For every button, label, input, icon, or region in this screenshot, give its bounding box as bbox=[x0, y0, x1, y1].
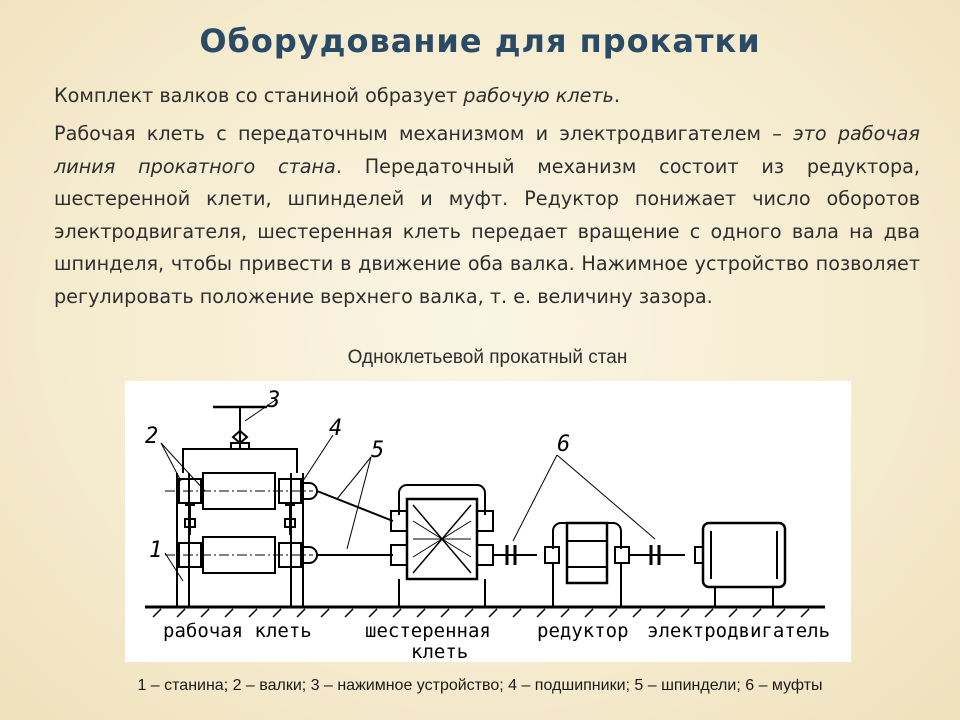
rolling-mill-diagram: 1 2 3 4 5 6 рабочая клеть шестеренная кл… bbox=[125, 381, 851, 662]
intro-emphasis: рабочую клеть bbox=[463, 84, 614, 107]
paragraph-intro: Комплект валков со станиной образует раб… bbox=[54, 80, 920, 113]
label-reducer: редуктор bbox=[537, 620, 629, 642]
figure-legend: 1 – станина; 2 – валки; 3 – нажимное уст… bbox=[137, 677, 823, 694]
gear-stand bbox=[390, 484, 537, 607]
foundation bbox=[145, 605, 825, 618]
leader-lines bbox=[160, 398, 656, 582]
num-5: 5 bbox=[371, 438, 384, 463]
coupling-left bbox=[505, 545, 517, 565]
motor bbox=[694, 521, 787, 607]
label-working-stand: рабочая клеть bbox=[163, 620, 312, 642]
num-4: 4 bbox=[329, 416, 342, 441]
figure-caption: Одноклетьевой прокатный стан bbox=[347, 347, 628, 368]
label-motor: электродвигатель bbox=[647, 620, 830, 642]
working-stand bbox=[165, 405, 318, 607]
label-gear-stand-line1: шестеренная bbox=[365, 620, 491, 642]
coupling-right bbox=[649, 545, 661, 565]
label-gear-stand-line2: клеть bbox=[411, 641, 468, 662]
description-text-start: Рабочая клеть с передаточным механизмом … bbox=[54, 122, 794, 145]
paragraph-description: Рабочая клеть с передаточным механизмом … bbox=[54, 118, 920, 314]
num-3: 3 bbox=[266, 388, 280, 413]
slide-title: Оборудование для прокатки bbox=[199, 22, 761, 60]
num-1: 1 bbox=[149, 538, 162, 563]
num-6: 6 bbox=[557, 432, 570, 457]
intro-end: . bbox=[613, 84, 620, 107]
reducer bbox=[544, 521, 685, 607]
description-emphasis: это рабочая линия прокатного стана bbox=[54, 122, 920, 178]
spindles bbox=[316, 490, 394, 556]
description-text-rest: . Передаточный механизм состоит из редук… bbox=[54, 154, 921, 308]
num-2: 2 bbox=[145, 424, 158, 449]
intro-text: Комплект валков со станиной образует bbox=[54, 84, 464, 107]
